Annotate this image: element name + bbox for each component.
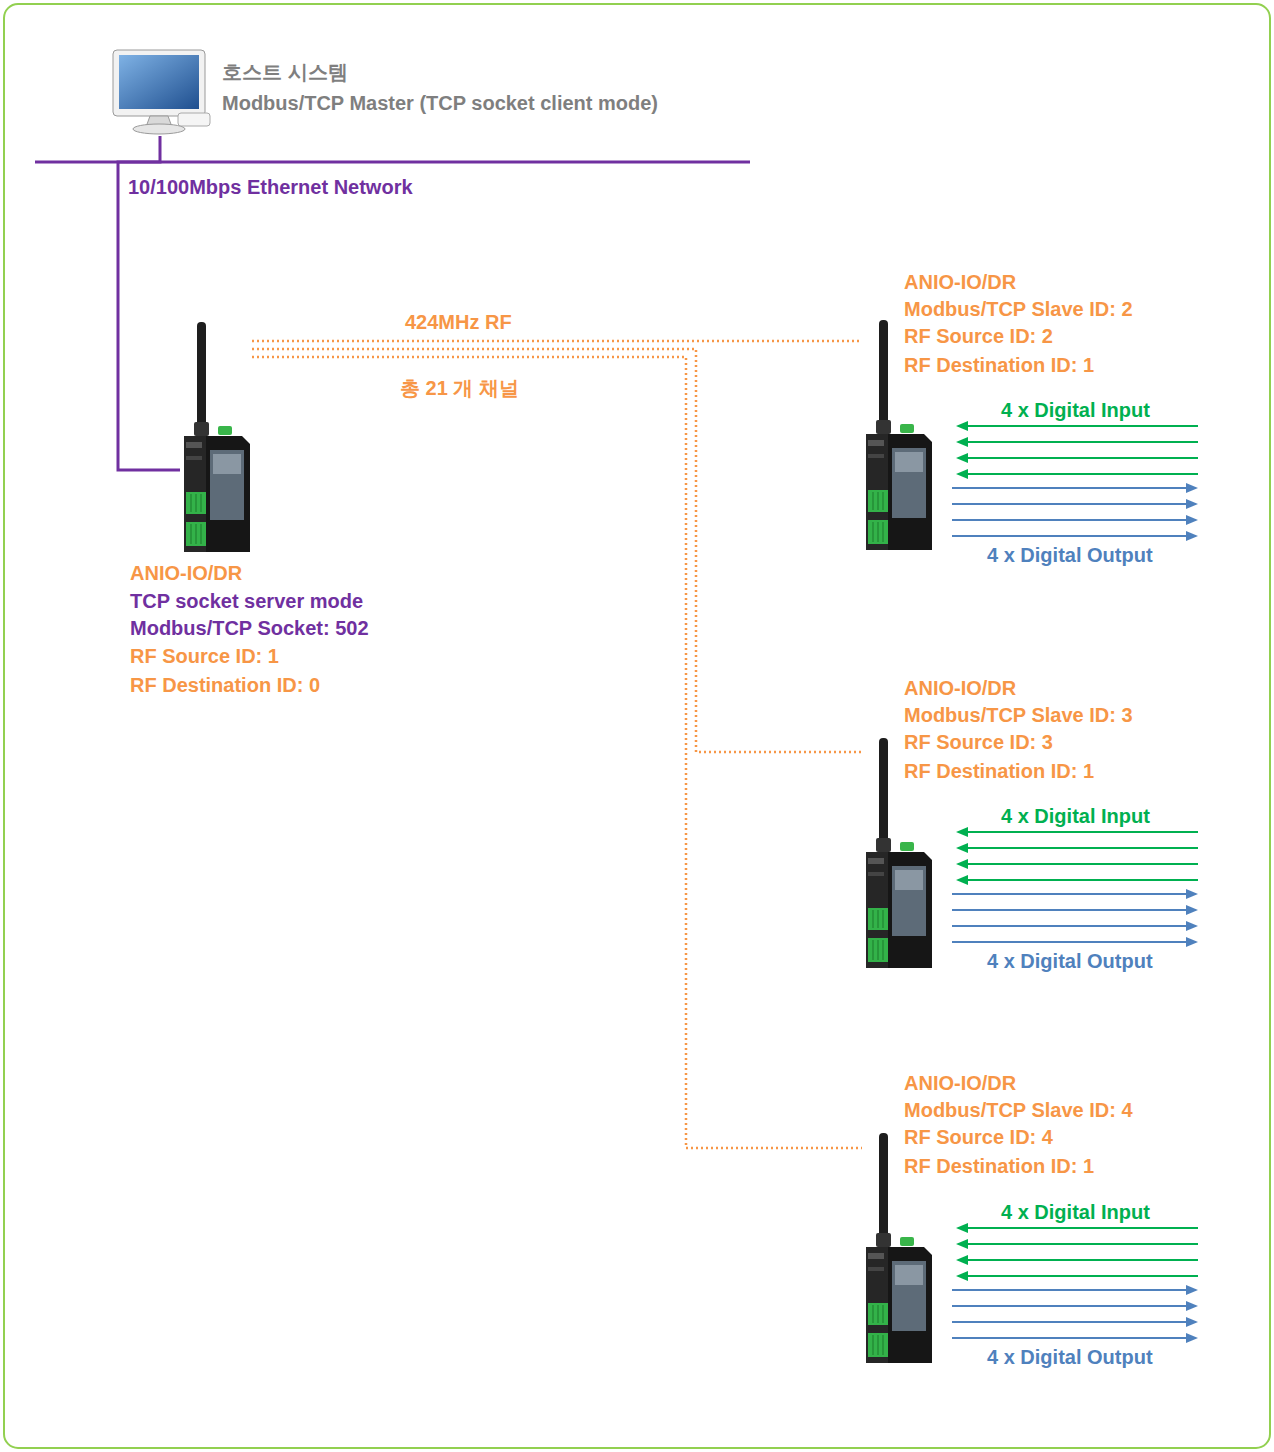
system-name: 호스트 시스템 bbox=[222, 60, 348, 84]
slave-id: Modbus/TCP Slave ID: 4 bbox=[904, 1098, 1133, 1122]
frame-border bbox=[4, 4, 1270, 1448]
socket-mode: TCP socket server mode bbox=[130, 589, 363, 613]
remote-device: ANIO-IO/DRModbus/TCP Slave ID: 3RF Sourc… bbox=[862, 738, 934, 970]
slave-id: Modbus/TCP Slave ID: 2 bbox=[904, 297, 1133, 321]
rf-link bbox=[252, 357, 862, 1148]
rf-band-label: 424MHz RF bbox=[405, 310, 512, 334]
rf-link bbox=[252, 340, 862, 343]
io-arrows bbox=[952, 421, 1198, 541]
device-illustration bbox=[184, 322, 250, 552]
slave-id: Modbus/TCP Slave ID: 3 bbox=[904, 703, 1133, 727]
rf-link bbox=[252, 349, 862, 752]
rf-source-id: RF Source ID: 2 bbox=[904, 324, 1053, 348]
device-model: ANIO-IO/DR bbox=[130, 561, 242, 585]
socket-port: Modbus/TCP Socket: 502 bbox=[130, 616, 369, 640]
rf-destination-id: RF Destination ID: 1 bbox=[904, 759, 1094, 783]
remote-device: ANIO-IO/DRModbus/TCP Slave ID: 2RF Sourc… bbox=[862, 320, 934, 552]
rf-source-id: RF Source ID: 4 bbox=[904, 1125, 1053, 1149]
signal-label: 4 x Digital Output bbox=[987, 1345, 1153, 1369]
remote-device: ANIO-IO/DRModbus/TCP Slave ID: 4RF Sourc… bbox=[862, 1133, 934, 1365]
rf-destination-id: RF Destination ID: 1 bbox=[904, 353, 1094, 377]
signal-label: 4 x Digital Input bbox=[1001, 398, 1150, 422]
device-model: ANIO-IO/DR bbox=[904, 270, 1016, 294]
device-model: ANIO-IO/DR bbox=[904, 676, 1016, 700]
io-arrows bbox=[952, 1223, 1198, 1343]
signal-label: 4 x Digital Output bbox=[987, 543, 1153, 567]
signal-label: 4 x Digital Input bbox=[1001, 1200, 1150, 1224]
signal-label: 4 x Digital Output bbox=[987, 949, 1153, 973]
system-role: Modbus/TCP Master (TCP socket client mod… bbox=[222, 91, 658, 115]
device-model: ANIO-IO/DR bbox=[904, 1071, 1016, 1095]
io-arrows bbox=[952, 827, 1198, 947]
rf-source-id: RF Source ID: 3 bbox=[904, 730, 1053, 754]
host-system: 호스트 시스템Modbus/TCP Master (TCP socket cli… bbox=[88, 48, 213, 136]
signal-label: 4 x Digital Input bbox=[1001, 804, 1150, 828]
rf-source-id: RF Source ID: 1 bbox=[130, 644, 279, 668]
rf-destination-id: RF Destination ID: 0 bbox=[130, 673, 320, 697]
rf-destination-id: RF Destination ID: 1 bbox=[904, 1154, 1094, 1178]
channel-count-label: 총 21 개 채널 bbox=[400, 376, 519, 400]
gateway-device: ANIO-IO/DRTCP socket server modeModbus/T… bbox=[180, 322, 252, 550]
network-label: 10/100Mbps Ethernet Network bbox=[128, 175, 413, 199]
monitor-icon bbox=[113, 50, 210, 134]
